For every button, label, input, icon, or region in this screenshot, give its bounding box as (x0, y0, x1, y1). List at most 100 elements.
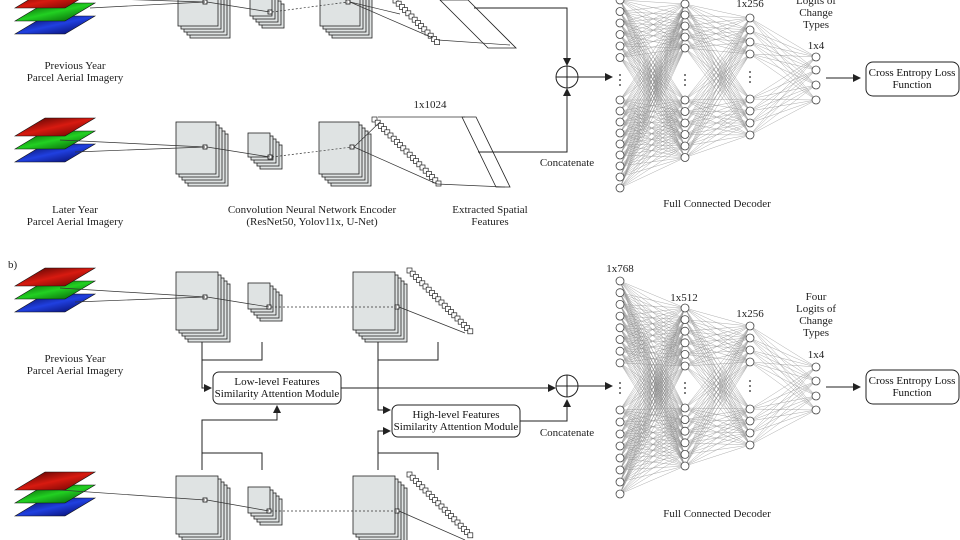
neuron (615, 117, 625, 127)
a-bottom-proj-3 (271, 146, 353, 158)
b-low-bottom-bracket (201, 452, 263, 470)
neuron (615, 276, 625, 286)
a-bottom-conv-block-2 (247, 132, 283, 170)
green-band-image (13, 484, 97, 504)
neuron (615, 335, 625, 344)
decoder-layer-1 (615, 0, 625, 193)
neuron (680, 403, 690, 413)
neuron (745, 118, 755, 128)
a-top-conv-block-3 (319, 0, 373, 39)
neuron (680, 0, 690, 9)
a-bottom-proj-1b (74, 146, 206, 153)
a-top-conv-block-1 (177, 0, 231, 39)
a-top-spatial-plane (439, 0, 517, 49)
a-bottom-to-concat (478, 88, 571, 153)
a-bottom-conv-block-1 (175, 121, 229, 187)
neuron (615, 465, 625, 475)
neuron (615, 323, 625, 333)
b-top-conv-block-3 (352, 271, 408, 343)
b-top-conv-block-2 (247, 282, 283, 322)
neuron (680, 43, 690, 53)
neuron (680, 118, 690, 128)
b-dim-768-label: 1x768 (606, 263, 634, 275)
a-top-proj-1b (89, 1, 206, 9)
neuron (680, 338, 690, 348)
neuron (615, 311, 625, 321)
neuron (811, 95, 821, 105)
blue-band-image (13, 15, 97, 35)
neuron (811, 405, 821, 415)
neuron (615, 139, 625, 149)
neuron (615, 7, 625, 16)
b-low-top-in (201, 360, 212, 392)
neuron (745, 25, 755, 35)
a-bottom-conv-block-3 (318, 121, 372, 187)
a-top-proj-2 (206, 1, 271, 13)
decoder-layer-3 (745, 321, 755, 450)
b-bottom-proj-4 (398, 510, 466, 540)
a-top-proj-4b (349, 1, 434, 39)
neuron (615, 477, 625, 487)
neuron (680, 426, 690, 436)
connection-edges (619, 280, 817, 495)
neuron (615, 106, 625, 116)
b-bottom-conv-block-2 (247, 486, 283, 526)
green-band-image (13, 2, 97, 22)
a-concatenate-label: Concatenate (540, 157, 594, 169)
neuron (615, 128, 625, 138)
decoder-layer-3 (745, 13, 755, 140)
b-bottom-proj-2 (206, 499, 270, 512)
neuron (615, 150, 625, 160)
a-later-image-stack (13, 117, 97, 163)
neuron (615, 405, 625, 415)
red-band-image (13, 117, 97, 137)
neuron (680, 349, 690, 359)
neuron (745, 130, 755, 140)
b-later-image-stack (13, 471, 97, 517)
b-panel-tag: b) (8, 259, 18, 271)
b-top-proj-2 (206, 296, 270, 308)
b-dim-512-label: 1x512 (670, 292, 698, 304)
a-bottom-proj-5 (436, 183, 506, 188)
a-vector-dim-label: 1x1024 (414, 99, 448, 111)
red-band-image (13, 471, 97, 491)
b-bottom-conv-block-3 (352, 475, 408, 540)
neuron (615, 161, 625, 171)
neuron (745, 94, 755, 104)
neuron (745, 106, 755, 116)
a-bottom-proj-2 (206, 146, 271, 158)
b-previous-image-stack (13, 267, 97, 313)
b-high-top-bracket (377, 342, 439, 361)
neuron (615, 441, 625, 451)
neuron (680, 315, 690, 325)
neuron (745, 357, 755, 367)
neuron (615, 18, 625, 28)
b-decoder-label: Full Connected Decoder (663, 508, 771, 520)
a-top-to-concat (474, 7, 571, 66)
a-dim-4-label: 1x4 (808, 40, 825, 52)
neuron (680, 361, 690, 371)
green-band-image (13, 130, 97, 150)
red-band-image (13, 267, 97, 287)
decoder-layer-4 (811, 52, 821, 105)
decoder-layer-2 (680, 0, 690, 162)
neuron (745, 416, 755, 426)
neuron (745, 404, 755, 414)
neuron (680, 130, 690, 139)
b-top-proj-1b (74, 296, 206, 303)
decoder-layer-1 (615, 276, 625, 499)
a-top-proj-1 (131, 0, 206, 3)
b-concatenate-label: Concatenate (540, 427, 594, 439)
a-encoder-label: Convolution Neural Network Encoder(ResNe… (228, 204, 397, 228)
neuron (615, 299, 625, 309)
a-concat-node (555, 65, 579, 89)
